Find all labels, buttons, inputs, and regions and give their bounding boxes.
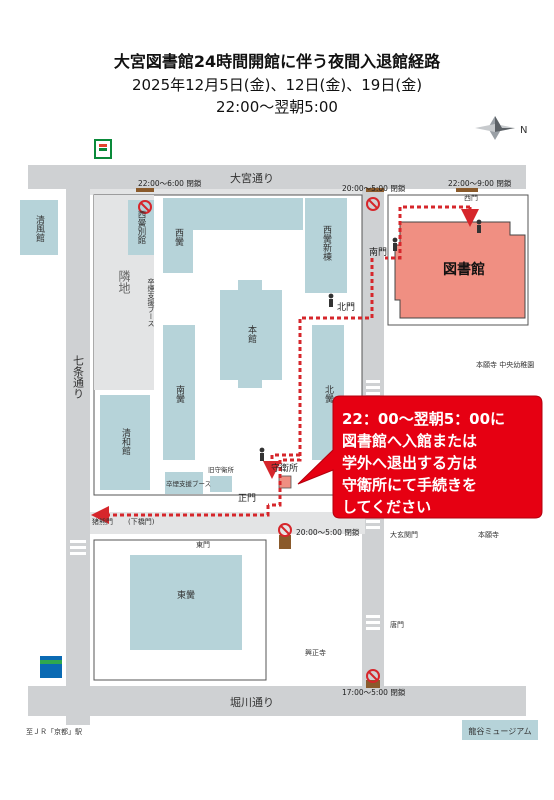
page-dates: 2025年12月5日(金)、12日(金)、19日(金) (131, 76, 423, 94)
closure-south: 17:00～5:00 閉鎖 (342, 687, 406, 697)
building-sotsuen2 (165, 472, 203, 494)
label-seimon: 正門 (238, 493, 256, 504)
callout-line: 図書館へ入館または (342, 432, 478, 450)
person-icon (259, 447, 265, 453)
building-north-wing (193, 198, 303, 230)
label-seiryo: 清風館 (34, 214, 45, 243)
building-honkan (220, 280, 282, 388)
street-horikawa: 堀川通り (230, 696, 274, 709)
library-compound (387, 194, 529, 326)
closure-main: 20:00～5:00 閉鎖 (296, 527, 360, 537)
road-omiya (28, 165, 526, 189)
page-hours: 22:00～翌朝5:00 (216, 98, 338, 116)
label-museum: 龍谷ミュージアム (468, 726, 531, 736)
label-nishi-bekkan: 西黌別館 (136, 210, 146, 245)
person-icon (392, 237, 398, 243)
road-shichijo (66, 165, 90, 725)
building-seiryo (20, 200, 58, 255)
page-title: 大宮図書館24時間開館に伴う夜間入退館経路 (113, 52, 441, 71)
no-entry-icon (138, 200, 152, 214)
road-horikawa (28, 686, 526, 716)
label-honganji: 本願寺 (478, 530, 499, 539)
person-icon (328, 293, 334, 299)
label-sotsuen2: 卒煙支援ブース (166, 479, 211, 488)
compass-n: N (520, 125, 527, 136)
east-campus-outline (93, 539, 267, 681)
label-nanmon: 南門 (369, 246, 387, 258)
label-honkan: 本館 (246, 324, 257, 344)
closure-lib: 22:00～9:00 閉鎖 (448, 178, 512, 188)
callout-line: 学外へ退出する方は (342, 454, 478, 472)
person-icons (259, 219, 482, 461)
label-nishi-shin: 西黌新棟 (321, 225, 332, 262)
building-minami (163, 325, 195, 460)
label-library: 図書館 (443, 261, 485, 278)
label-koshoji: 興正寺 (305, 648, 326, 657)
no-entry-icon (278, 523, 292, 537)
street-shichijo: 七条通り (72, 355, 85, 399)
no-entry-icon (366, 197, 380, 211)
closure-nw: 22:00～6:00 閉鎖 (138, 178, 202, 188)
callout-text: 22：00～翌朝5：00に 図書館へ入館または 学外へ退出する方は 守衛所にて手… (342, 408, 532, 518)
route-lines (91, 205, 479, 524)
person-icon (476, 219, 482, 225)
label-rinchi: 隣地 (117, 269, 131, 294)
no-entry-icons (138, 197, 380, 683)
label-nishimon: 西門 (464, 194, 478, 202)
familymart-logo (40, 656, 62, 678)
building-nishi-shin (305, 198, 347, 293)
building-kyu-shuei (210, 476, 232, 492)
callout-line: 22：00～翌朝5：00に (342, 410, 506, 428)
label-seiwa: 清和館 (120, 427, 131, 456)
label-tomon: 東門 (196, 540, 210, 549)
gate-bars (136, 188, 478, 688)
label-kyu-shuei: 旧守衛所 (208, 465, 235, 474)
label-shimomon: (下橋門) (128, 517, 155, 526)
compass-icon (475, 116, 515, 140)
museum-outline (462, 720, 538, 740)
label-kindergarten: 本願寺 中央幼稚園 (476, 360, 534, 369)
closure-ne: 20:00～5:00 閉鎖 (342, 183, 406, 193)
label-station: 至ＪＲ「京都」駅 (26, 727, 82, 736)
label-kita: 北黌 (323, 385, 334, 404)
building-nishi (163, 198, 193, 273)
label-sotsuen: 卒煙支援ブース (147, 277, 155, 327)
label-kitamon: 北門 (337, 302, 355, 313)
label-shimo: 猪熊門 (92, 517, 113, 526)
label-daigenkan: 大玄関門 (390, 530, 418, 539)
callout-bubble (297, 395, 543, 519)
road-south-lane (90, 512, 365, 534)
label-nishi: 西黌 (173, 228, 184, 247)
building-higashi (130, 555, 242, 650)
no-entry-icon (366, 669, 380, 683)
label-higashi: 東黌 (177, 589, 195, 601)
label-karamon: 唐門 (390, 620, 404, 629)
callout-line: してください (342, 498, 432, 516)
label-minami: 南黌 (174, 384, 185, 404)
callout-line: 守衛所にて手続きを (342, 476, 478, 494)
street-omiya: 大宮通り (230, 171, 274, 185)
crosswalk-marks (70, 380, 380, 630)
road-north-campus (90, 189, 362, 195)
label-shueijo: 守衛所 (271, 462, 298, 474)
building-seiwa (100, 395, 150, 490)
